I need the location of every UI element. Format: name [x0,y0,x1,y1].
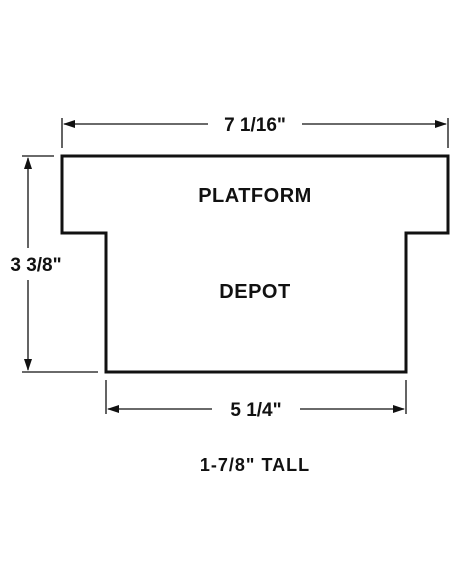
bottom-width-label: 5 1/4" [230,400,281,421]
bottom-width-dimension: 5 1/4" [105,380,407,421]
bottom-width-arrow-left [107,405,119,413]
height-arrow-bottom [24,359,32,371]
top-width-label: 7 1/16" [224,115,286,136]
top-width-arrow-right [435,120,447,128]
top-width-dimension: 7 1/16" [61,115,449,148]
height-label: 3 3/8" [10,255,61,276]
platform-label: PLATFORM [198,185,312,207]
height-arrow-top [24,157,32,169]
height-caption: 1-7/8" TALL [200,455,310,475]
height-dimension: 3 3/8" [10,155,98,373]
depot-outline [60,154,450,374]
top-width-arrow-left [63,120,75,128]
depot-label: DEPOT [219,281,290,303]
bottom-width-arrow-right [393,405,405,413]
